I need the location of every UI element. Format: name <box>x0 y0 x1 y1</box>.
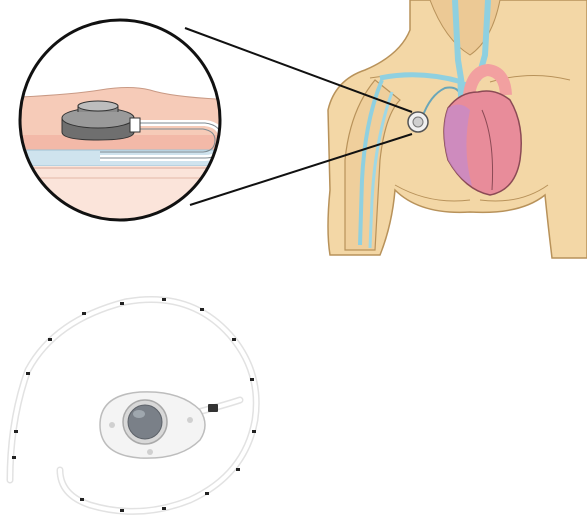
device-suture-hole-2 <box>147 449 153 455</box>
torso-illustration <box>328 0 587 258</box>
chest-port-septum <box>413 117 423 127</box>
device-septum <box>128 405 162 439</box>
device-suture-hole-3 <box>187 417 193 423</box>
device-suture-hole-1 <box>109 422 115 428</box>
device-lock-ring <box>208 404 218 412</box>
zoom-inset <box>0 20 240 226</box>
zoom-port-septum <box>78 101 118 111</box>
port-device-photo <box>10 298 256 512</box>
zoom-port-outlet <box>130 118 140 132</box>
